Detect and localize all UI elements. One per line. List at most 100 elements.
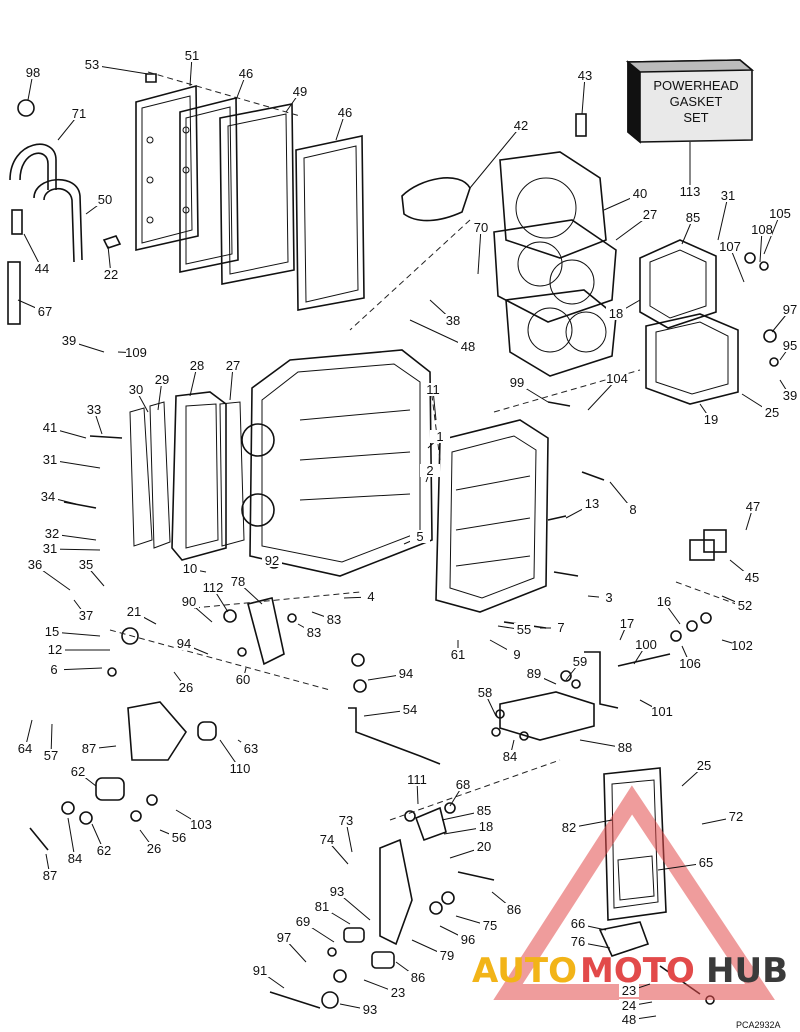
callout-label-bg: [575, 69, 595, 82]
callout-label-bg: [126, 346, 146, 359]
callout-label: 51: [185, 48, 199, 63]
callout-label: 74: [320, 832, 334, 847]
callout-label: 54: [403, 702, 417, 717]
callout-label: 75: [483, 918, 497, 933]
callout-label: 63: [244, 741, 258, 756]
callout-label-bg: [524, 667, 544, 680]
callout-label: 2: [426, 463, 433, 478]
callout-label-bg: [174, 637, 194, 650]
callout-label: 97: [277, 930, 291, 945]
callout-label-bg: [453, 778, 473, 791]
callout-label-bg: [407, 773, 427, 786]
callout-label-bg: [762, 406, 782, 419]
callout-label-bg: [180, 562, 200, 575]
callout-label: 84: [503, 749, 517, 764]
callout-label: 111: [407, 772, 427, 787]
callout-label-bg: [42, 625, 62, 638]
callout-label-bg: [32, 262, 52, 275]
callout-label-bg: [570, 655, 590, 668]
callout-label-bg: [274, 931, 294, 944]
callout-label: 41: [43, 420, 57, 435]
callout-label-bg: [652, 705, 672, 718]
callout-label: 93: [330, 884, 344, 899]
callout-label-bg: [474, 804, 494, 817]
callout-label: 8: [629, 502, 636, 517]
callout-label: 96: [461, 932, 475, 947]
gasket-set-title-line-3: SET: [683, 110, 708, 125]
callout-label-bg: [40, 421, 60, 434]
callout-label: 95: [783, 338, 797, 353]
callout-label-bg: [437, 949, 457, 962]
callout-label: 19: [704, 412, 718, 427]
callout-label: 23: [622, 983, 636, 998]
callout-label-bg: [179, 595, 199, 608]
callout-label: 15: [45, 624, 59, 639]
callout-label: 79: [440, 948, 454, 963]
callout-label: 39: [783, 388, 797, 403]
intake-plate-stack: [135, 84, 365, 311]
callout-label: 85: [477, 803, 491, 818]
callout-label: 90: [182, 594, 196, 609]
callout-label-bg: [770, 207, 790, 220]
callout-label-bg: [182, 49, 202, 62]
callout-label-bg: [474, 840, 494, 853]
gasket-set-box: POWERHEAD GASKET SET: [625, 59, 755, 186]
assembly-guide-lines: [109, 71, 737, 821]
callout-label-bg: [430, 430, 450, 443]
callout-label: 62: [71, 764, 85, 779]
callout-label-bg: [236, 67, 256, 80]
callout-label: 46: [239, 66, 253, 81]
callout-label-bg: [476, 820, 496, 833]
lower-bypass-cover: [598, 767, 715, 1005]
callout-label-bg: [654, 595, 674, 608]
callout-label-bg: [230, 762, 250, 775]
callout-label: 6: [50, 662, 57, 677]
callout-label: 109: [125, 345, 147, 360]
callout-label-bg: [619, 984, 639, 997]
callout-label: 48: [461, 339, 475, 354]
callout-label-bg: [448, 648, 468, 661]
callout-label: 83: [307, 625, 321, 640]
callout-label: 97: [783, 302, 797, 317]
callout-label-bg: [475, 686, 495, 699]
callout-label-bg: [720, 240, 740, 253]
callout-label: 21: [127, 604, 141, 619]
callout-label-bg: [396, 667, 416, 680]
callout-label: 102: [731, 638, 753, 653]
callout-label: 29: [155, 372, 169, 387]
callout-label: 16: [657, 594, 671, 609]
callout-label-bg: [176, 681, 196, 694]
crankcase-cover: [435, 419, 549, 613]
callout-label: 84: [68, 851, 82, 866]
callout-leader: [717, 195, 729, 241]
callout-label-bg: [144, 842, 164, 855]
callout-label: 43: [578, 68, 592, 83]
callout-label: 27: [226, 358, 240, 373]
callout-label: 101: [651, 704, 673, 719]
callout-label-bg: [726, 810, 746, 823]
callout-label-bg: [623, 503, 643, 516]
callout-label: 33: [87, 402, 101, 417]
callout-label: 93: [363, 1002, 377, 1017]
callout-label: 112: [203, 580, 224, 595]
callout-label-bg: [630, 187, 650, 200]
callout-label-bg: [696, 856, 716, 869]
callout-label: 110: [230, 761, 251, 776]
callout-label-bg: [619, 1013, 639, 1026]
callout-label: 34: [41, 489, 55, 504]
bypass-covers: [639, 239, 779, 405]
callout-label-bg: [615, 741, 635, 754]
callout-label: 45: [745, 570, 759, 585]
callout-label-bg: [152, 373, 172, 386]
callout-label-bg: [312, 900, 332, 913]
callout-label: 32: [45, 526, 59, 541]
callout-label: 103: [190, 817, 212, 832]
gasket-set-title-line-2: GASKET: [670, 94, 723, 109]
callout-label: 89: [527, 666, 541, 681]
callout-label-bg: [293, 915, 313, 928]
callout-label: 31: [43, 452, 57, 467]
callout-label: 61: [451, 647, 465, 662]
callout-label-bg: [410, 530, 430, 543]
callout-label: 27: [643, 207, 657, 222]
